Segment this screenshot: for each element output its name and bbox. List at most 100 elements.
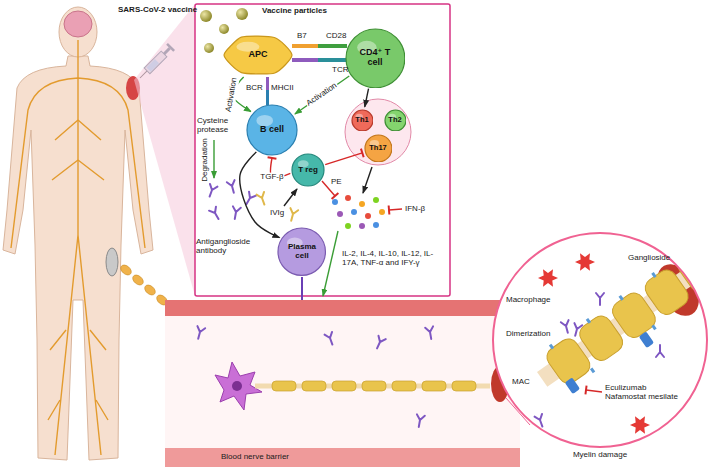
macrophage	[575, 253, 595, 270]
antibody	[596, 293, 604, 305]
zoom-wedge	[134, 4, 195, 296]
vessel-lumen	[165, 316, 520, 448]
cell-outline	[385, 110, 406, 131]
mhcii-receptor	[266, 77, 269, 90]
antibody	[415, 414, 425, 427]
myelin-segment	[362, 381, 386, 391]
bound-antibodies	[535, 293, 664, 428]
particle-label: Vaccine particles	[262, 7, 327, 16]
ivig-arrow	[284, 189, 297, 206]
cell-label: Th1	[355, 116, 368, 124]
b-cell: B cell	[246, 104, 298, 156]
cell-text: Plasma cell	[286, 243, 318, 261]
receptor-label: BCR	[246, 84, 263, 93]
ganglioside	[590, 368, 595, 374]
ganglioside	[619, 295, 624, 301]
axon	[537, 249, 710, 387]
neuron-body	[215, 362, 262, 410]
barrier-label: Blood nerve barrier	[221, 453, 289, 462]
cell-text: B cell	[260, 125, 284, 135]
myelin-segment	[272, 381, 296, 391]
cytokine-release-arrow	[363, 167, 372, 193]
antibody	[425, 326, 435, 339]
cell-text: APC	[248, 50, 267, 60]
arm-nerve	[11, 78, 145, 248]
cytokine-dot	[345, 195, 351, 201]
macrophage	[630, 416, 650, 433]
cytokine-dot	[332, 199, 338, 205]
edge-label: Activation	[304, 81, 339, 109]
cell-outline	[352, 110, 373, 131]
cytokines	[332, 195, 385, 229]
receptor-label: B7	[297, 32, 307, 41]
caption-label: Myelin damage	[573, 451, 627, 460]
apc-cell: APC	[222, 32, 294, 78]
activation-arrow	[295, 76, 349, 114]
nerves	[11, 40, 145, 455]
ganglioside	[586, 318, 591, 324]
cytokine-arrow	[323, 231, 338, 296]
pathway-arrows	[214, 140, 402, 322]
myelin-sheath	[272, 381, 476, 391]
edge-label: TGF-β	[259, 173, 284, 182]
receptor-label: MHCII	[271, 84, 294, 93]
nerve-branch	[48, 120, 108, 420]
mhcii-receptor	[292, 58, 318, 62]
myelin-segment	[422, 381, 446, 391]
vaccine-particle	[200, 10, 212, 22]
vaccine-particle	[219, 24, 229, 34]
antiganglioside-antibodies	[206, 180, 256, 221]
macrophages	[538, 253, 650, 433]
treg-cell: T reg	[291, 153, 325, 187]
antibody-label: Antiganglioside antibody	[196, 238, 264, 256]
process-label: Dimerization	[506, 330, 550, 339]
cell-label: Th17	[369, 144, 387, 152]
bcr-receptor	[266, 90, 269, 105]
cell-label: CD4⁺ T cell	[355, 48, 395, 68]
zoom-panel	[195, 4, 450, 296]
cell-text: Th17	[369, 144, 387, 152]
t-cell: CD4⁺ T cell	[345, 28, 406, 89]
lens-content	[528, 237, 710, 434]
cytokine-dot	[359, 223, 365, 229]
antibody	[209, 207, 222, 221]
cell-text: CD4⁺ T cell	[355, 48, 395, 68]
th17-cell: Th17	[364, 134, 393, 163]
vessel-wall	[165, 300, 520, 316]
cell-text: Th1	[355, 116, 368, 124]
therapy-label: IVIg	[270, 209, 284, 218]
cytokine-dot	[373, 197, 379, 203]
cell-label: Plasma cell	[286, 243, 318, 261]
cell-text: T reg	[298, 166, 318, 175]
antibody-dimer	[561, 320, 572, 334]
cytokine-label: IL-2, IL-4, IL-10, IL-12, IL-17A, TNF-α …	[342, 250, 438, 268]
myelin-segment	[392, 381, 416, 391]
nerve-enlargement	[106, 248, 118, 276]
cytokine-dot	[373, 222, 379, 228]
cell-text: Th2	[388, 116, 401, 124]
ganglioside	[549, 344, 554, 350]
antibody	[257, 192, 269, 206]
ganglioside	[651, 272, 656, 278]
cell-outline	[224, 36, 292, 74]
receptor-label: CD28	[326, 32, 346, 41]
ifn-inhibit	[389, 209, 402, 210]
plasma-cell: Plasma cell	[277, 227, 326, 276]
zoom-lens-rim	[493, 233, 707, 447]
nerve-beads	[119, 263, 169, 307]
antibody-dimer	[571, 323, 582, 337]
receptor-label: TCR	[332, 66, 348, 75]
antibody	[287, 208, 298, 222]
macrophage-label: Macrophage	[506, 296, 550, 305]
cytokine-dot	[379, 209, 385, 215]
ganglioside-label: Ganglioside	[628, 254, 670, 263]
leg-nerve	[55, 235, 101, 455]
tcr-receptor	[318, 58, 347, 62]
antibody	[656, 345, 664, 357]
th2-cell: Th2	[384, 109, 407, 132]
antibody	[325, 332, 337, 346]
antibody	[194, 326, 205, 340]
vaccine-particle	[204, 43, 214, 53]
differentiation-arrow	[365, 89, 369, 107]
vaccine-particle	[236, 8, 248, 20]
